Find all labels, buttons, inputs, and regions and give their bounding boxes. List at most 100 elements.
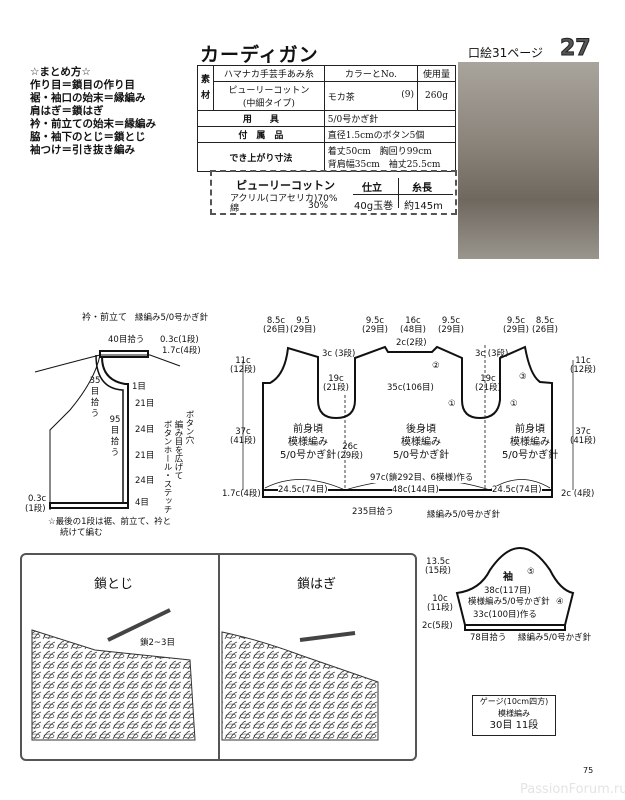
piece-name: 前身頃	[293, 424, 324, 435]
watermark: PassionForum.ru	[520, 782, 625, 797]
cap-height: 13.5c	[426, 557, 450, 567]
yarn-info-box: ピューリーコットン アクリル(コアセリカ)70% 綿 30% 仕立 糸長 40g…	[210, 170, 457, 215]
dim-value: 9.5c	[441, 316, 461, 326]
armhole-rows: (21段)	[475, 383, 501, 393]
armhole-rows: (21段)	[323, 383, 349, 393]
top-width: 8.5c(26目)	[532, 317, 558, 335]
yarn-header-put-up: 仕立	[362, 183, 382, 194]
dim-sts: (29目)	[290, 325, 316, 335]
buttonhole-mark: 1目	[132, 382, 146, 392]
hem-rows: (1段)	[25, 504, 46, 514]
sleeve-step: ④	[556, 597, 564, 607]
band-height: 1.7c	[222, 489, 241, 499]
hem-edge: 縁編み5/0号かぎ針	[427, 510, 501, 520]
chain-join-illustration	[221, 631, 379, 741]
summary-heading: ☆まとめ方☆	[30, 66, 91, 78]
collar-edge: 縁編み5/0号かぎ針	[135, 313, 209, 323]
piece-name: 後身頃	[406, 424, 437, 435]
side-top-rows: (12段)	[570, 365, 596, 375]
piece-name: 前身頃	[515, 424, 546, 435]
dim-value: 9.5	[296, 316, 310, 326]
yarn-put-up: 40g玉巻	[354, 201, 394, 212]
piece-hook: 5/0号かぎ針	[502, 450, 559, 461]
hem-height: 0.3c	[28, 494, 47, 504]
color-number: (9)	[401, 89, 414, 100]
front-width: 24.5c(74目)	[492, 485, 542, 495]
front-pick-num: 95	[109, 415, 121, 425]
yarn-fiber-2-pct: 30%	[308, 201, 329, 211]
size-line-1: 着丈50cm 胸回り99cm	[327, 147, 432, 157]
sleeve-pattern: 模様編み5/0号かぎ針	[468, 597, 550, 607]
summary-item: 作り目＝鎖目の作り目	[30, 79, 135, 91]
neck-pick-num: 35	[89, 376, 101, 386]
neck-pick-unit: 目	[90, 387, 100, 397]
piece-hook: 5/0号かぎ針	[280, 450, 337, 461]
top-width: 9.5(29目)	[290, 317, 316, 335]
top-width: 9.5c(29目)	[438, 317, 464, 335]
back-width: 48c(144目)	[392, 485, 439, 495]
top-width: 9.5c(29目)	[503, 317, 529, 335]
chain-join-title: 鎖はぎ	[297, 577, 337, 592]
buttonhole-mark: 24目	[135, 425, 155, 435]
sleeve-width: 38c(117目)	[484, 586, 531, 596]
pattern-number: 27	[560, 36, 592, 62]
sleeve-label: 袖	[503, 572, 513, 583]
summary-item: 袖つけ＝引き抜き編み	[30, 144, 135, 156]
finishing-summary: ☆まとめ方☆ 作り目＝鎖目の作り目 裾・袖口の始末＝縁編み 肩はぎ＝鎖はぎ 衿・…	[30, 66, 156, 157]
side-rows: (41段)	[570, 436, 596, 446]
side-top-rows: (12段)	[230, 365, 256, 375]
collar-note-2: 続けて編む	[60, 528, 103, 538]
dim-rows: (3段)	[487, 349, 509, 359]
yarn-info-name: ピューリーコットン	[236, 179, 335, 192]
armhole-top: 3c (3段)	[475, 350, 508, 359]
neck-drop: 2c(2段)	[396, 338, 427, 348]
side-top: 11c	[575, 356, 591, 366]
piece-pattern: 模様編み	[401, 437, 442, 448]
dim-sts: (29目)	[503, 325, 529, 335]
dim-value: 9.5c	[506, 316, 526, 326]
dim-value: 9.5c	[365, 316, 385, 326]
neck-pick-verb: 拾う	[90, 398, 100, 419]
collar-note-1: ☆最後の1段は裾、前立て、衿と	[48, 517, 172, 527]
yarn-type: (中細タイプ)	[242, 99, 295, 109]
gauge-value: 30目 11段	[489, 720, 539, 731]
cap-rows: (15段)	[425, 566, 451, 576]
collar-h1: 0.3c(1段)	[160, 335, 199, 345]
chain-seam-illustration	[31, 629, 196, 741]
side-length: 37c	[575, 427, 591, 437]
cuff-height: 2c	[422, 621, 433, 631]
yarn-header-length: 糸長	[412, 183, 432, 194]
summary-item: 裾・袖口の始末＝縁編み	[30, 92, 146, 104]
front-pick-unit: 目	[110, 426, 120, 436]
sleeve-rows: (11段)	[427, 603, 453, 613]
collar-pickup: 40目拾う	[108, 335, 145, 345]
dim-value: 8.5c	[535, 316, 555, 326]
color-name: モカ茶	[327, 92, 355, 103]
buttonhole-mark: 21目	[135, 451, 155, 461]
buttonhole-mark: 21目	[135, 399, 155, 409]
model-photo	[458, 62, 599, 259]
piece-hook: 5/0号かぎ針	[393, 450, 450, 461]
body-rows: (29段)	[337, 451, 363, 461]
back-label: 後身頃模様編み 5/0号かぎ針	[393, 423, 449, 462]
dim-sts: (48目)	[400, 325, 426, 335]
piece-pattern: 模様編み	[510, 437, 551, 448]
shoulder-width: 35c(106目)	[387, 383, 434, 393]
band-rows: (4段)	[240, 489, 261, 499]
dim-sts: (26目)	[532, 325, 558, 335]
side-top: 11c	[235, 356, 251, 366]
buttonhole-mark: 4目	[135, 498, 149, 508]
armhole-depth: 19c	[480, 374, 496, 384]
page-number: 75	[583, 766, 594, 775]
dim-value: 3c	[475, 349, 486, 359]
dim-sts: (29目)	[362, 325, 388, 335]
gauge-title: ゲージ(10cm四方)	[479, 697, 549, 706]
top-width: 16c(48目)	[400, 317, 426, 335]
summary-item: 衿・前立ての始末＝縁編み	[30, 118, 156, 130]
armhole-depth: 19c	[328, 374, 344, 384]
armhole-top: 3c (3段)	[322, 350, 355, 359]
hem-pickup: 235目拾う	[352, 507, 394, 517]
size-line-2: 背肩幅35cm 袖丈25.5cm	[327, 160, 441, 170]
yarn-fiber-2: 綿	[230, 204, 240, 214]
